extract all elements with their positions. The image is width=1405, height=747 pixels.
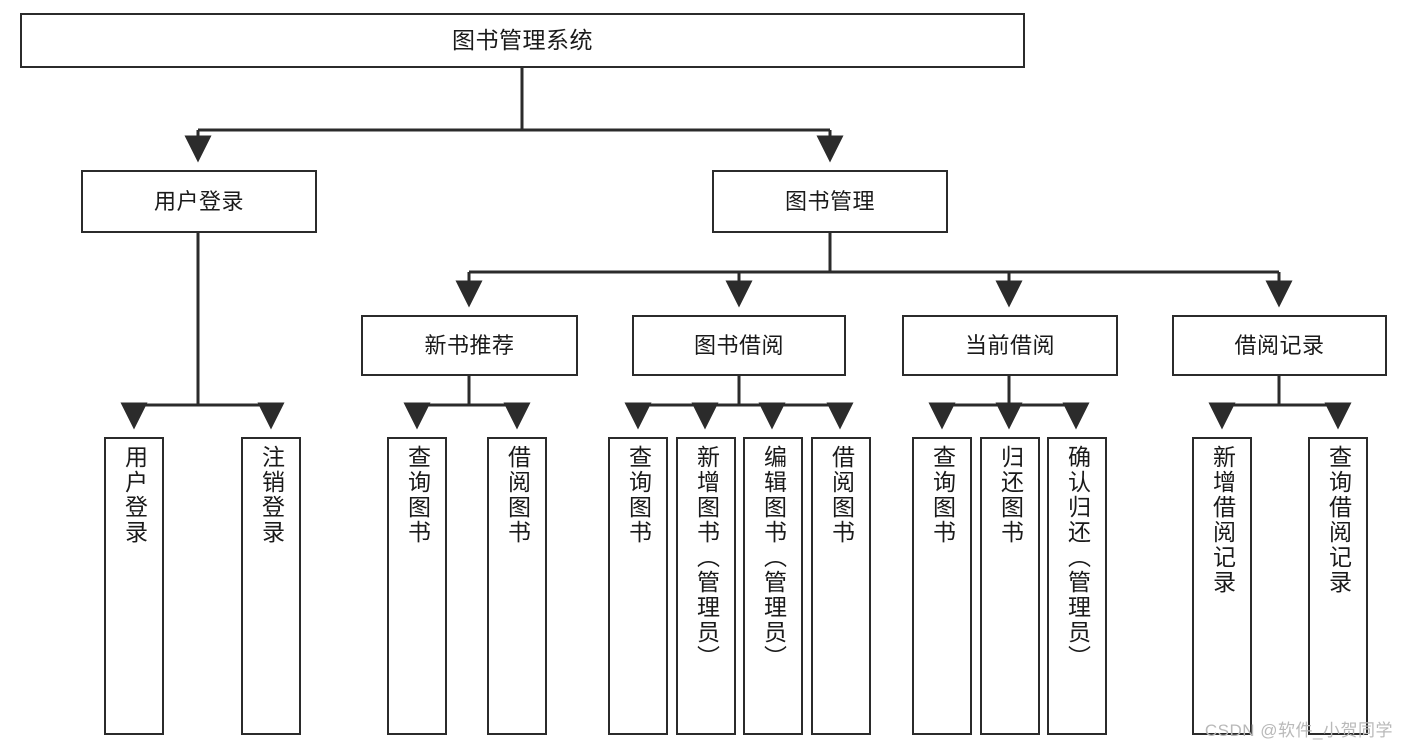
node-label: 图书借阅: [693, 332, 784, 358]
node-label: 用户登录: [121, 445, 148, 545]
node-label: 查询图书: [404, 445, 431, 545]
node-borrow-record[interactable]: 借阅记录: [1172, 315, 1387, 376]
node-new-book-recommend[interactable]: 新书推荐: [361, 315, 578, 376]
leaf-logout-login[interactable]: 注销登录: [241, 437, 301, 735]
leaf-query-book-borrow[interactable]: 查询图书: [608, 437, 668, 735]
node-label: 借阅图书: [504, 445, 531, 545]
leaf-add-borrow-record[interactable]: 新增借阅记录: [1192, 437, 1252, 735]
node-label: 图书管理系统: [452, 27, 593, 54]
node-label: 当前借阅: [964, 332, 1055, 358]
watermark: CSDN @软件_小贺同学: [1204, 721, 1393, 740]
node-label: 查询图书: [929, 445, 956, 545]
node-label: 用户登录: [153, 188, 244, 214]
node-label: 新增借阅记录: [1209, 445, 1236, 595]
leaf-borrow-book[interactable]: 借阅图书: [811, 437, 871, 735]
node-label: 归还图书: [997, 445, 1024, 545]
leaf-query-book-current[interactable]: 查询图书: [912, 437, 972, 735]
leaf-borrow-book-newbook[interactable]: 借阅图书: [487, 437, 547, 735]
node-current-borrow[interactable]: 当前借阅: [902, 315, 1118, 376]
leaf-query-borrow-record[interactable]: 查询借阅记录: [1308, 437, 1368, 735]
node-label: 新书推荐: [424, 332, 515, 358]
node-label: 查询图书: [625, 445, 652, 545]
leaf-add-book-admin[interactable]: 新增图书（管理员）: [676, 437, 736, 735]
node-root-system[interactable]: 图书管理系统: [20, 13, 1025, 68]
node-label: 借阅图书: [828, 445, 855, 545]
leaf-return-book[interactable]: 归还图书: [980, 437, 1040, 735]
node-label: 新增图书（管理员）: [693, 445, 720, 670]
leaf-edit-book-admin[interactable]: 编辑图书（管理员）: [743, 437, 803, 735]
node-user-login[interactable]: 用户登录: [81, 170, 317, 233]
node-label: 编辑图书（管理员）: [760, 445, 787, 670]
node-label: 注销登录: [258, 445, 285, 545]
node-label: 查询借阅记录: [1325, 445, 1352, 595]
node-book-borrow[interactable]: 图书借阅: [632, 315, 846, 376]
node-label: 图书管理: [784, 188, 875, 214]
leaf-confirm-return-admin[interactable]: 确认归还（管理员）: [1047, 437, 1107, 735]
node-label: 借阅记录: [1234, 332, 1325, 358]
node-book-management[interactable]: 图书管理: [712, 170, 948, 233]
leaf-query-book-newbook[interactable]: 查询图书: [387, 437, 447, 735]
leaf-user-login[interactable]: 用户登录: [104, 437, 164, 735]
node-label: 确认归还（管理员）: [1064, 445, 1091, 670]
